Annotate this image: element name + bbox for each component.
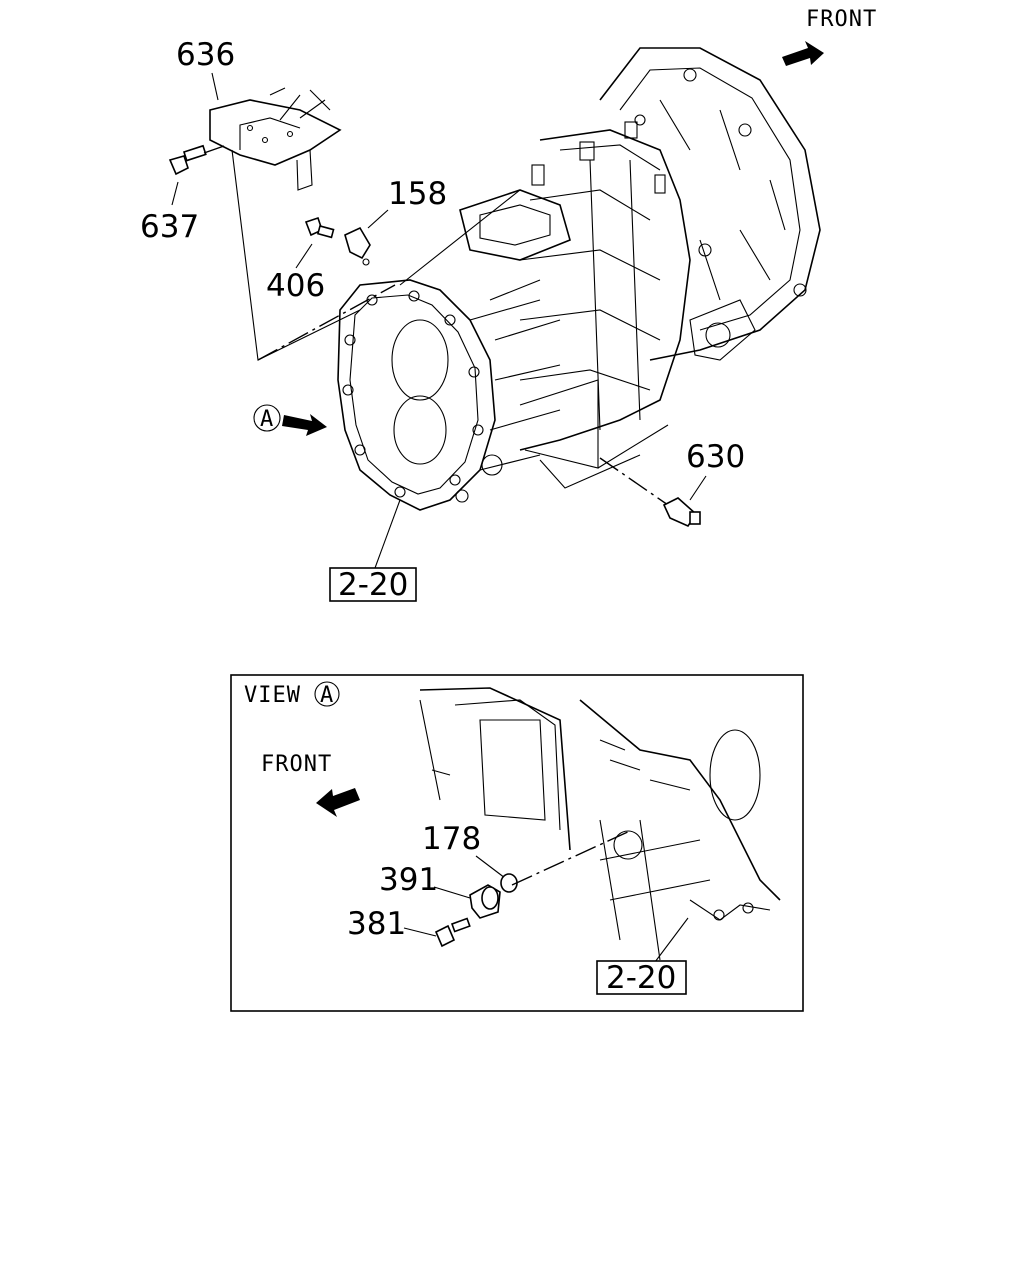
front-label-top: FRONT: [806, 7, 877, 32]
view-a-marker-circle: [253, 404, 281, 432]
label-406: 406: [266, 268, 325, 304]
view-a-marker: A: [260, 407, 274, 432]
label-630: 630: [686, 439, 745, 475]
view-direction-arrow-icon: [282, 414, 327, 436]
label-158: 158: [388, 176, 447, 212]
part-158-clip: 158: [344, 176, 447, 266]
label-391: 391: [379, 862, 438, 898]
ref-2-20-top: 2-20: [329, 499, 417, 603]
view-title: VIEW: [244, 683, 301, 708]
front-direction-top: FRONT: [782, 7, 877, 66]
bolt-381-icon: [434, 924, 456, 948]
label-637: 637: [140, 209, 199, 245]
part-636-bracket: 636: [176, 37, 342, 191]
part-637-bolt: 637: [140, 144, 225, 245]
ref-box-top: [329, 567, 417, 602]
view-title-marker: A: [320, 683, 334, 708]
view-title-marker-circle: [314, 681, 340, 707]
front-arrow-view-icon: [316, 788, 360, 817]
front-label-view: FRONT: [261, 752, 332, 777]
view-a-frame: [230, 674, 804, 1012]
view-a-panel: VIEW A FRONT 178 391 381 2-20: [230, 674, 804, 1012]
ref-label-top: 2-20: [338, 567, 408, 603]
o-ring-178-icon: [500, 873, 518, 893]
view-a-leaders: A: [231, 149, 396, 436]
label-178: 178: [422, 821, 481, 857]
ref-box-view: [596, 960, 687, 995]
part-630-switch: 630: [519, 379, 745, 528]
front-arrow-top-icon: [782, 41, 824, 66]
label-381: 381: [347, 906, 406, 942]
part-406-bolt: 406: [266, 216, 335, 304]
transmission-assembly: [337, 47, 821, 511]
label-636: 636: [176, 37, 235, 73]
ref-label-view: 2-20: [606, 960, 676, 996]
